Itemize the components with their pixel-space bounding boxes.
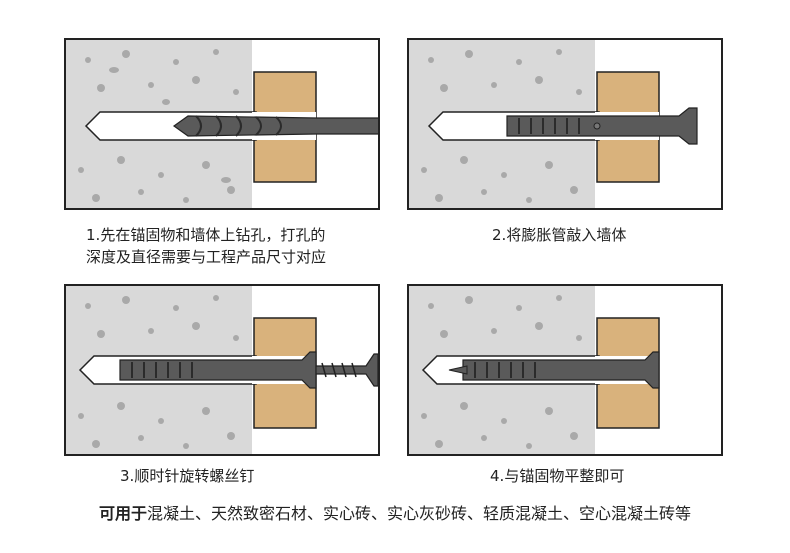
step-1-line-2: 深度及直径需要与工程产品尺寸对应 [86, 248, 327, 266]
sleeve-ridges [131, 362, 193, 378]
step-2-caption: 2.将膨胀管敲入墙体 [492, 224, 626, 246]
flush-diagram [409, 286, 660, 454]
step-3-caption: 3.顺时针旋转螺丝钉 [120, 465, 254, 487]
step-1-line-1: 先在锚固物和墙体上钻孔，打孔的 [100, 226, 326, 244]
step-1-illustration [64, 38, 380, 210]
sleeve-ridges [518, 118, 580, 134]
drill-bit [172, 115, 378, 137]
concrete-speckles [78, 295, 239, 449]
screw [315, 353, 378, 387]
concrete-speckles [421, 295, 582, 449]
expansion-sleeve [506, 107, 698, 145]
step-4-line-1: 与锚固物平整即可 [504, 467, 625, 485]
concrete-speckles [78, 49, 239, 203]
step-2-number: 2. [492, 226, 507, 244]
sleeve-diagram [409, 40, 698, 208]
screw-diagram [66, 286, 378, 454]
expansion-sleeve [119, 351, 317, 389]
concrete-speckles [421, 49, 582, 203]
step-4-caption: 4.与锚固物平整即可 [490, 465, 624, 487]
step-1-caption: 1.先在锚固物和墙体上钻孔，打孔的 深度及直径需要与工程产品尺寸对应 [86, 224, 326, 268]
step-3-line-1: 顺时针旋转螺丝钉 [134, 467, 255, 485]
step-4-number: 4. [490, 467, 505, 485]
sleeve-ridges [474, 362, 536, 378]
step-3-illustration [64, 284, 380, 456]
applicable-label: 可用于 [98, 504, 147, 523]
drill-flutes [195, 115, 282, 137]
installed-anchor [462, 351, 660, 389]
step-2-line-1: 将膨胀管敲入墙体 [506, 226, 627, 244]
applicable-materials: 可用于混凝土、天然致密石材、实心砖、实心灰砂砖、轻质混凝土、空心混凝土砖等 [0, 500, 790, 524]
screw-threads [321, 362, 357, 378]
screw-tip [448, 365, 468, 375]
step-2-illustration [407, 38, 723, 210]
step-3-number: 3. [120, 467, 135, 485]
drilling-diagram [66, 40, 378, 208]
step-1-number: 1. [86, 226, 101, 244]
sleeve-hole [593, 122, 601, 130]
materials-list: 混凝土、天然致密石材、实心砖、实心灰砂砖、轻质混凝土、空心混凝土砖等 [147, 504, 692, 523]
step-4-illustration [407, 284, 723, 456]
